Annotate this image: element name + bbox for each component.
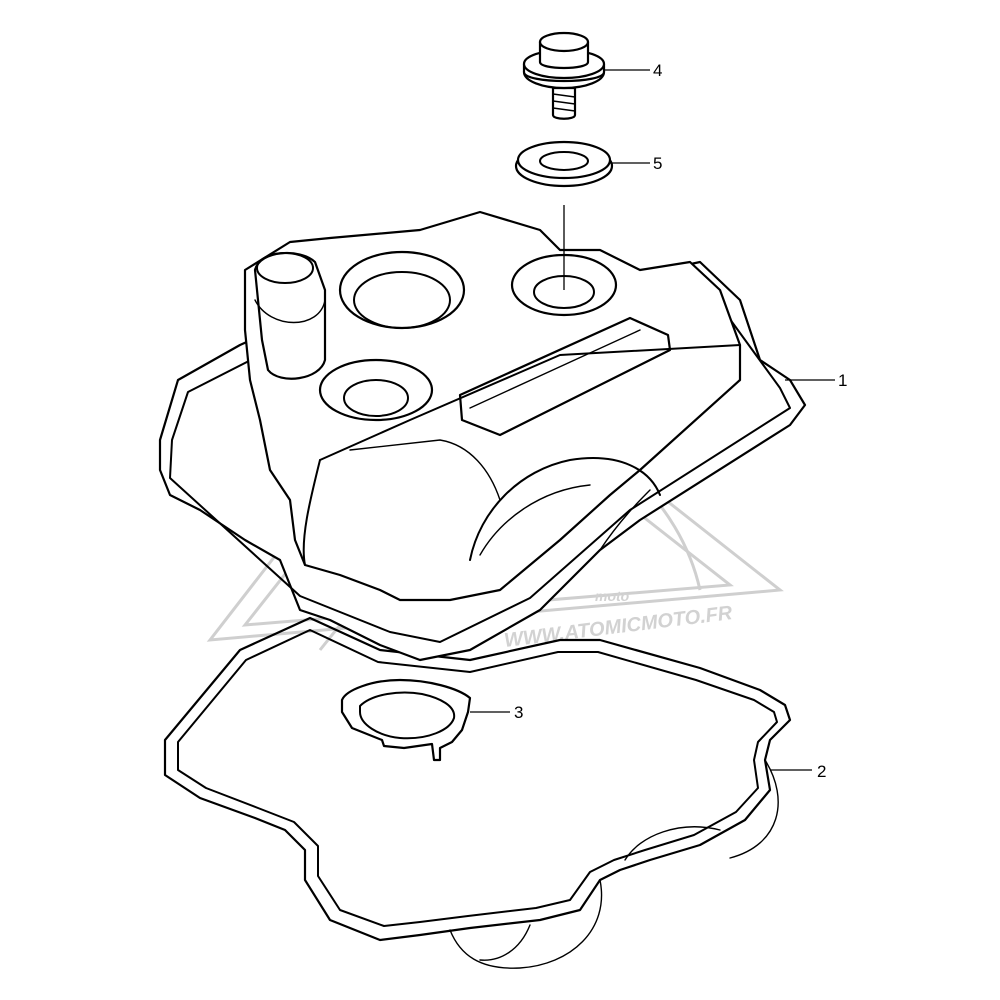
washer-part [514, 140, 614, 188]
callout-1: 1 [838, 371, 847, 390]
callout-5: 5 [653, 154, 662, 173]
leader-lines [470, 69, 835, 771]
gasket-part [163, 616, 792, 969]
callout-4: 4 [653, 61, 662, 80]
callout-2: 2 [817, 762, 826, 781]
bolt-part [522, 31, 606, 120]
watermark-badge: moto [595, 588, 630, 604]
callout-3: 3 [514, 703, 523, 722]
plug-gasket-part [340, 678, 472, 762]
cover-part [158, 210, 807, 662]
